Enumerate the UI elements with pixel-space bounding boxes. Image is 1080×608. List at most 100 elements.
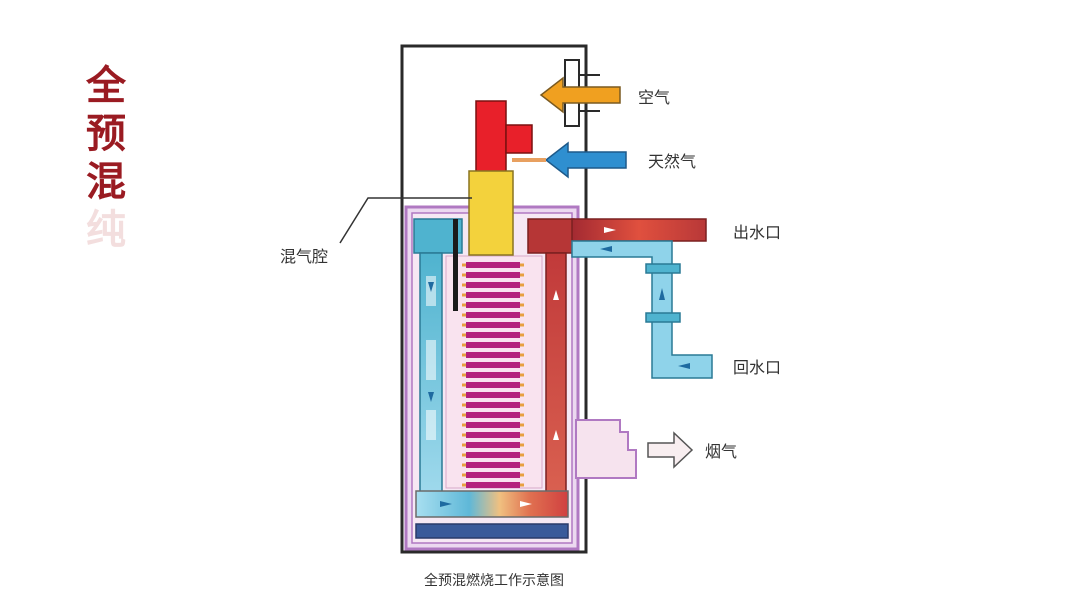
heat-fin bbox=[466, 302, 520, 308]
water-outlet-pipe bbox=[571, 218, 707, 242]
heat-fin-tip bbox=[520, 413, 524, 417]
heat-fin-tip bbox=[462, 373, 466, 377]
flow-right-arrow-icon bbox=[604, 227, 616, 233]
label-flue: 烟气 bbox=[705, 442, 737, 461]
heat-fin bbox=[466, 372, 520, 378]
heat-fin bbox=[466, 472, 520, 478]
heat-fin-tip bbox=[462, 453, 466, 457]
pipe-flange bbox=[645, 312, 681, 323]
heat-fin-tip bbox=[520, 273, 524, 277]
flue-outlet bbox=[575, 419, 637, 479]
label-water-out: 出水口 bbox=[733, 223, 781, 242]
heat-fin-tip bbox=[520, 363, 524, 367]
heat-fin-tip bbox=[520, 333, 524, 337]
heat-fin-tip bbox=[462, 313, 466, 317]
heat-fin-tip bbox=[462, 273, 466, 277]
heat-fin bbox=[466, 452, 520, 458]
right-riser bbox=[545, 252, 567, 494]
diagram-caption: 全预混燃烧工作示意图 bbox=[424, 572, 564, 589]
heat-fin bbox=[466, 442, 520, 448]
flow-up-arrow-icon bbox=[553, 430, 559, 440]
title-char-3: 混 bbox=[86, 158, 126, 205]
heat-fin-tip bbox=[462, 363, 466, 367]
label-air: 空气 bbox=[638, 88, 670, 107]
heat-fin bbox=[466, 482, 520, 488]
heat-fin bbox=[466, 432, 520, 438]
heat-fin-tip bbox=[462, 433, 466, 437]
heat-fin bbox=[466, 412, 520, 418]
flow-right-arrow-icon bbox=[440, 501, 452, 507]
flow-left-arrow-icon bbox=[678, 363, 690, 369]
heat-fin-tip bbox=[520, 313, 524, 317]
heat-fin-tip bbox=[520, 293, 524, 297]
heat-fin-tip bbox=[462, 283, 466, 287]
title-char-2: 预 bbox=[86, 110, 126, 157]
mixing-chamber bbox=[468, 170, 514, 256]
flow-right-arrow-icon bbox=[520, 501, 532, 507]
heat-fin-tip bbox=[462, 343, 466, 347]
flow-down-arrow-icon bbox=[428, 392, 434, 402]
heat-fin bbox=[466, 312, 520, 318]
heat-fin-tip bbox=[520, 303, 524, 307]
heat-fin bbox=[466, 342, 520, 348]
pipe-flange bbox=[645, 263, 681, 274]
heat-fin-tip bbox=[520, 383, 524, 387]
heat-fin bbox=[466, 392, 520, 398]
vertical-title: 全 预 混 纯 bbox=[78, 62, 134, 254]
air-arrow-icon bbox=[539, 76, 621, 114]
water-return-pipe bbox=[571, 240, 713, 379]
heat-fin-tip bbox=[462, 403, 466, 407]
heat-fin-tip bbox=[462, 333, 466, 337]
heat-fin-tip bbox=[462, 293, 466, 297]
flow-arrows bbox=[428, 282, 559, 507]
flow-up-arrow-icon bbox=[553, 290, 559, 300]
heat-fin-tip bbox=[520, 483, 524, 487]
mix-chamber-leader bbox=[339, 197, 472, 244]
gas-arrow-icon bbox=[544, 141, 627, 179]
heat-fin-tip bbox=[462, 303, 466, 307]
heat-fin-tip bbox=[520, 393, 524, 397]
heat-fin-tip bbox=[520, 463, 524, 467]
heat-fin-tip bbox=[462, 443, 466, 447]
heat-fin-tip bbox=[462, 423, 466, 427]
heat-fin bbox=[466, 292, 520, 298]
heat-fin bbox=[466, 462, 520, 468]
heat-fin bbox=[466, 262, 520, 268]
heat-fin bbox=[466, 352, 520, 358]
heat-fin-tip bbox=[520, 453, 524, 457]
flue-arrow-icon bbox=[647, 431, 694, 469]
heat-fin-tip bbox=[462, 353, 466, 357]
heat-fin-tip bbox=[520, 343, 524, 347]
ignition-rod bbox=[453, 219, 458, 311]
heat-fin-tip bbox=[462, 263, 466, 267]
heat-fin bbox=[466, 272, 520, 278]
heat-fin-tip bbox=[462, 323, 466, 327]
heat-fin-tip bbox=[462, 383, 466, 387]
heat-fin-tip bbox=[462, 393, 466, 397]
heat-fin bbox=[466, 362, 520, 368]
heat-fin-tip bbox=[462, 483, 466, 487]
flow-down-arrow-icon bbox=[428, 282, 434, 292]
heat-fin bbox=[466, 322, 520, 328]
heat-fin-tip bbox=[520, 263, 524, 267]
label-water-return: 回水口 bbox=[733, 358, 781, 377]
heat-fin bbox=[466, 332, 520, 338]
heat-fin bbox=[466, 282, 520, 288]
heat-fin-tip bbox=[520, 323, 524, 327]
heat-fin-tip bbox=[520, 283, 524, 287]
flow-up-arrow-icon bbox=[659, 288, 665, 300]
heat-fin-tip bbox=[520, 443, 524, 447]
title-char-1: 全 bbox=[86, 62, 126, 109]
heat-fin-tip bbox=[520, 473, 524, 477]
label-gas: 天然气 bbox=[648, 152, 696, 171]
label-mix-chamber: 混气腔 bbox=[280, 247, 328, 266]
heat-fin-tip bbox=[462, 413, 466, 417]
heat-fin-stack bbox=[462, 262, 524, 488]
heat-fin bbox=[466, 402, 520, 408]
bottom-manifold bbox=[415, 490, 569, 518]
heat-fin-tip bbox=[462, 473, 466, 477]
top-hot-manifold bbox=[527, 218, 575, 254]
heat-fin bbox=[466, 382, 520, 388]
heat-fin-tip bbox=[520, 353, 524, 357]
